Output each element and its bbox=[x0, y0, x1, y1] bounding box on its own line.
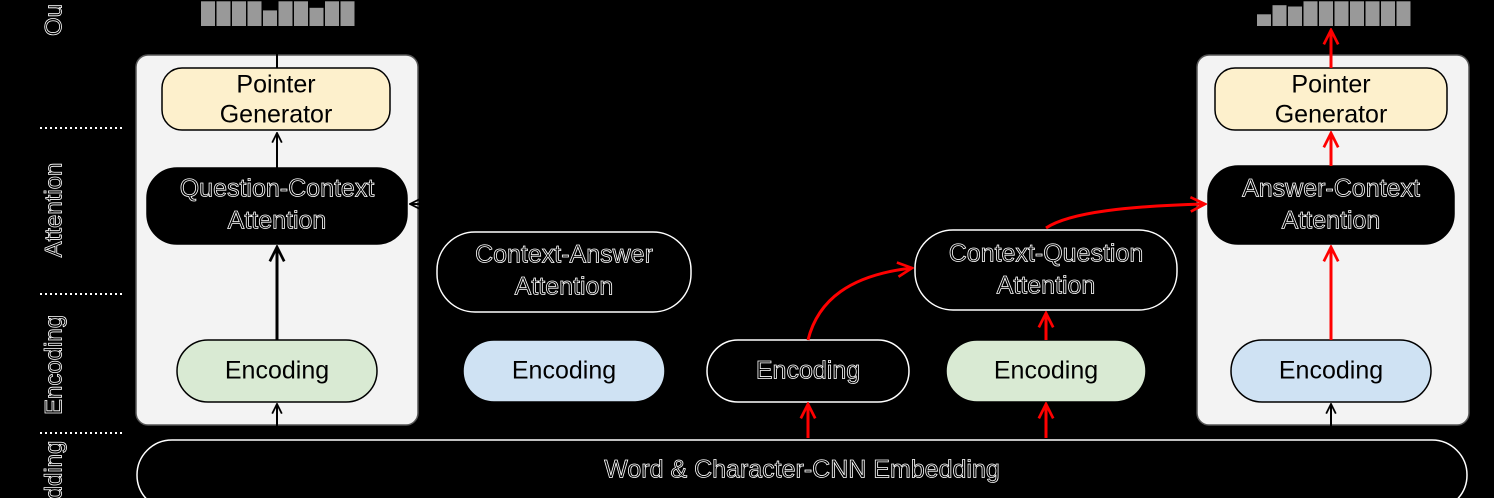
answer-encoding: Encoding bbox=[462, 339, 666, 403]
row-label-embedding: dding bbox=[40, 441, 67, 498]
right-attention-label-2: Attention bbox=[1282, 207, 1381, 235]
row-label-output: Ou bbox=[40, 4, 67, 36]
output-bar-left-3 bbox=[232, 1, 246, 27]
left-attention-label-2: Attention bbox=[228, 207, 327, 235]
context-question-label-2: Attention bbox=[997, 272, 1096, 300]
output-bar-right-3 bbox=[1288, 6, 1302, 26]
output-bar-left-2 bbox=[216, 1, 231, 27]
left-encoding-label: Encoding bbox=[225, 357, 329, 385]
arrow-context-encoding-to-ca bbox=[694, 265, 809, 341]
output-bar-right-1 bbox=[1257, 14, 1271, 26]
question-encoding: Encoding bbox=[945, 339, 1147, 403]
output-bar-left-8 bbox=[309, 7, 324, 27]
left-attention-label-1: Question-Context bbox=[180, 175, 375, 203]
output-bar-right-6 bbox=[1334, 1, 1349, 27]
output-bar-right-7 bbox=[1350, 1, 1364, 27]
output-bar-left-1 bbox=[201, 1, 215, 27]
answer-encoding-label: Encoding bbox=[512, 357, 616, 385]
arrow-ca-to-qc-attention bbox=[410, 204, 565, 231]
output-distribution-left bbox=[201, 1, 355, 27]
side-labels: Ou Attention Encoding dding bbox=[40, 4, 68, 498]
left-pointer-label-1: Pointer bbox=[236, 71, 315, 99]
output-bar-left-4 bbox=[247, 1, 262, 27]
context-answer-label-2: Attention bbox=[515, 273, 614, 301]
output-bar-right-4 bbox=[1303, 1, 1318, 27]
right-pointer-generator: Pointer Generator bbox=[1214, 67, 1448, 131]
left-question-context-attention: Question-Context Attention bbox=[146, 167, 408, 245]
arrows-black bbox=[277, 30, 1331, 438]
context-encoding: Encoding bbox=[706, 339, 910, 403]
output-bar-left-7 bbox=[294, 1, 308, 27]
context-question-label-1: Context-Question bbox=[949, 240, 1144, 268]
question-encoding-label: Encoding bbox=[994, 357, 1098, 385]
embedding-layer: Word & Character-CNN Embedding bbox=[136, 439, 1468, 498]
output-bar-right-9 bbox=[1381, 1, 1395, 27]
output-bar-right-8 bbox=[1365, 1, 1380, 27]
row-separators bbox=[40, 127, 122, 434]
left-pointer-generator: Pointer Generator bbox=[161, 67, 391, 131]
right-attention-label-1: Answer-Context bbox=[1242, 175, 1420, 203]
output-distribution-right bbox=[1257, 1, 1411, 27]
arrow-context-encoding-to-cq bbox=[806, 268, 912, 341]
context-question-attention: Context-Question Attention bbox=[914, 229, 1178, 311]
left-question-encoding: Encoding bbox=[176, 339, 378, 403]
row-label-encoding: Encoding bbox=[40, 315, 67, 415]
right-answer-context-attention: Answer-Context Attention bbox=[1207, 165, 1455, 245]
context-encoding-label: Encoding bbox=[756, 357, 860, 385]
right-encoding-label: Encoding bbox=[1279, 357, 1383, 385]
output-bar-right-5 bbox=[1319, 1, 1333, 27]
left-pointer-label-2: Generator bbox=[220, 101, 333, 129]
output-bar-left-6 bbox=[278, 1, 293, 27]
embedding-label: Word & Character-CNN Embedding bbox=[604, 456, 1000, 484]
right-answer-encoding: Encoding bbox=[1230, 339, 1432, 403]
right-pointer-label-1: Pointer bbox=[1291, 71, 1370, 99]
context-answer-attention: Context-Answer Attention bbox=[436, 231, 692, 313]
output-bar-left-10 bbox=[340, 1, 355, 27]
output-bar-left-9 bbox=[325, 1, 339, 27]
arrow-cq-to-ac-attention bbox=[1045, 204, 1205, 230]
row-label-attention: Attention bbox=[40, 163, 67, 258]
context-answer-label-1: Context-Answer bbox=[475, 241, 653, 269]
arrows-red bbox=[808, 30, 1331, 438]
output-bar-left-5 bbox=[263, 10, 277, 26]
right-pointer-label-2: Generator bbox=[1275, 101, 1388, 129]
output-bar-right-2 bbox=[1272, 5, 1287, 26]
output-bar-right-10 bbox=[1396, 1, 1411, 27]
